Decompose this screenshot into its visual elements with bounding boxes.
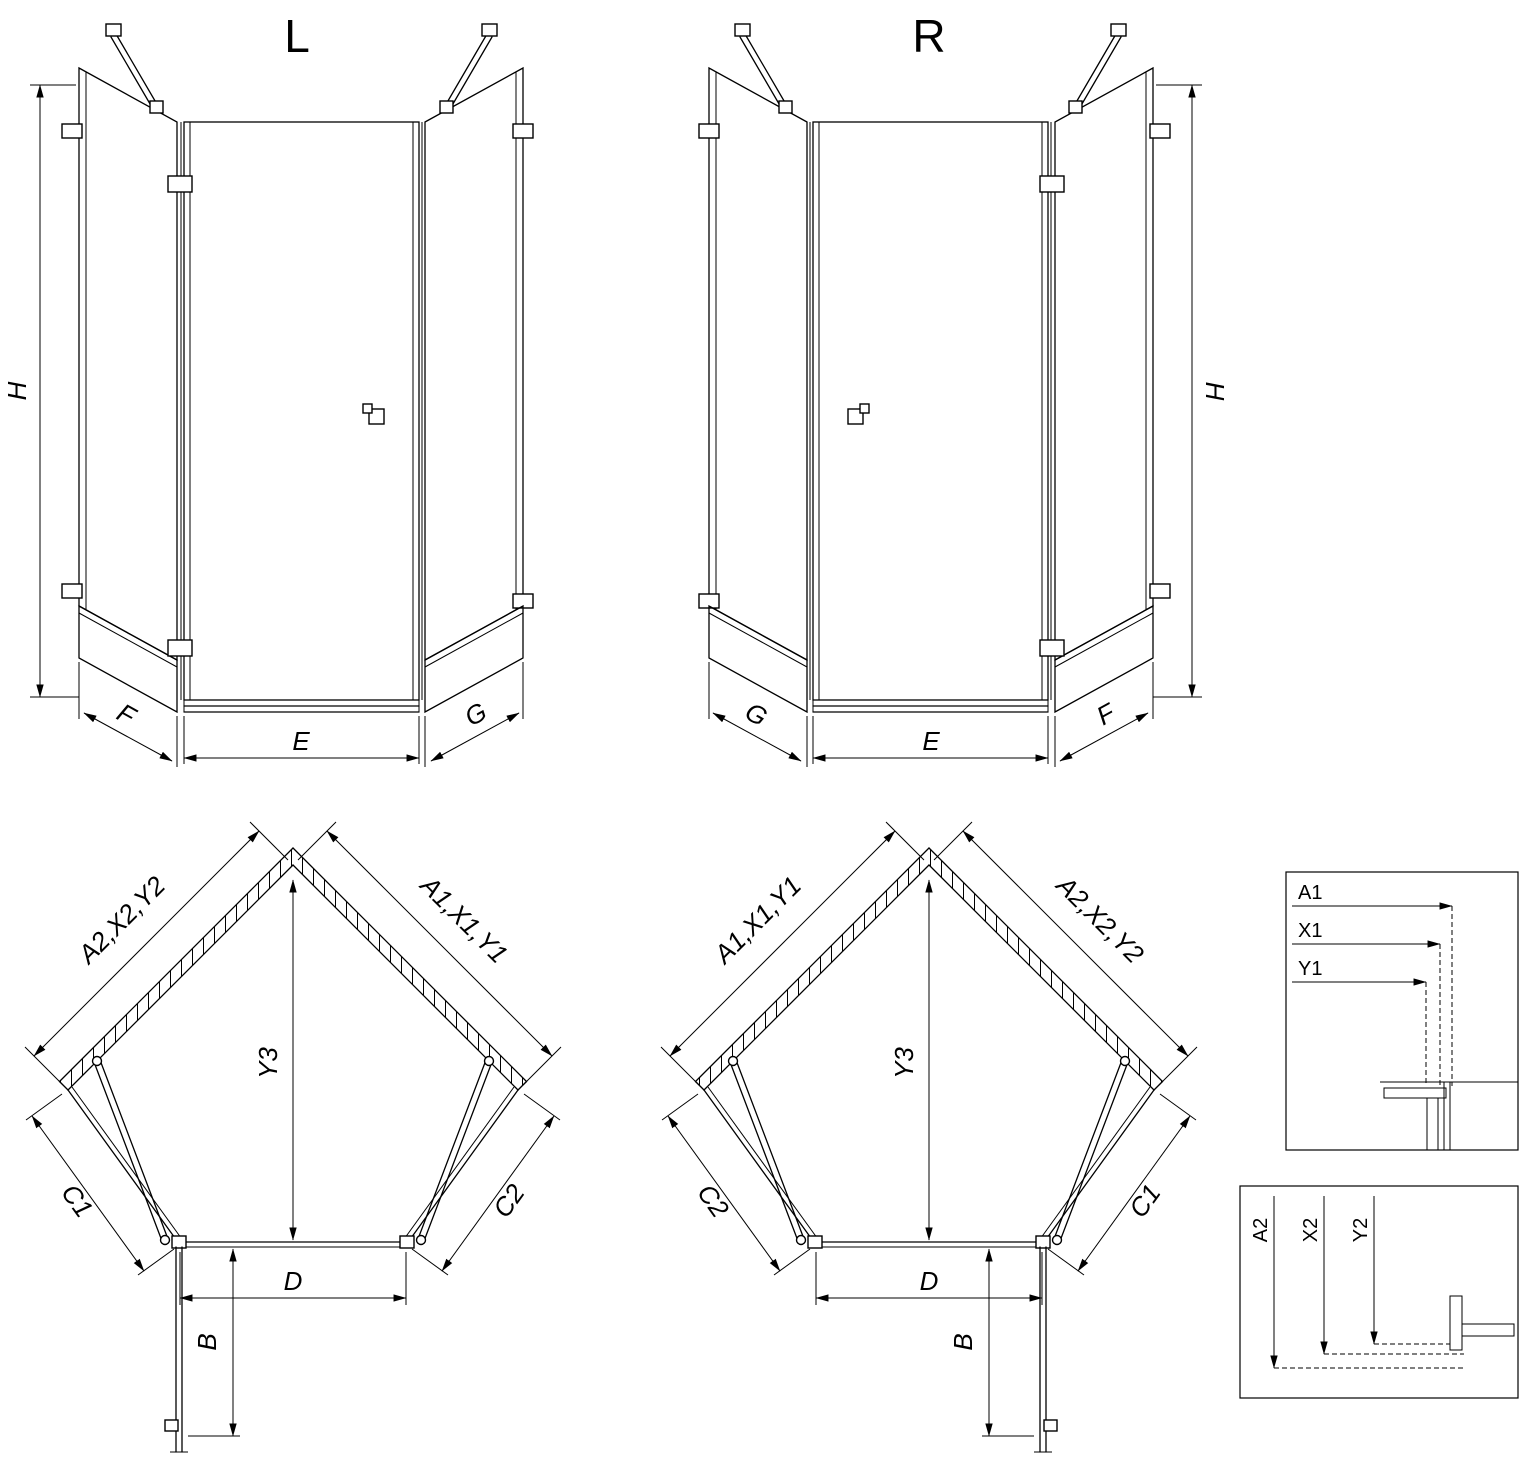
dim-label-d-left: D: [284, 1266, 303, 1296]
profile-section: [1461, 1323, 1515, 1337]
detail-label-y1: Y1: [1298, 958, 1322, 980]
detail-label-x1: X1: [1298, 920, 1322, 942]
dim-label-y3-left: Y3: [253, 1047, 283, 1079]
dim-label-g-left: G: [460, 696, 492, 732]
detail-label-y2: Y2: [1350, 1218, 1372, 1242]
detail-label-a2: A2: [1250, 1218, 1272, 1242]
dim-label-h-right: H: [1200, 382, 1230, 401]
detail-bottom-frame: [1239, 1185, 1519, 1399]
dim-label-d-right: D: [920, 1266, 939, 1296]
dim-label-a2x2y2-right: A2,X2,Y2: [1050, 869, 1151, 970]
dim-label-c1-left: C1: [55, 1178, 99, 1223]
dim-label-c1-right: C1: [1123, 1178, 1167, 1223]
dim-label-f-right: F: [1091, 696, 1121, 731]
dim-label-b-right: B: [948, 1333, 978, 1350]
dim-label-a2x2y2-left: A2,X2,Y2: [71, 870, 172, 971]
profile-section: [1383, 1087, 1447, 1099]
detail-box-top: A1 X1 Y1: [1285, 871, 1519, 1151]
dim-label-c2-right: C2: [691, 1178, 735, 1223]
front-view-right: R H G E F: [699, 10, 1230, 767]
plan-view-right: A1,X1,Y1 A2,X2,Y2 Y3 C2 C1 D B: [661, 822, 1197, 1452]
detail-label-a1: A1: [1298, 882, 1322, 904]
detail-label-x2: X2: [1300, 1218, 1322, 1242]
profile-section: [1426, 1097, 1439, 1151]
variant-title-left: L: [284, 10, 310, 62]
dim-label-h-left: H: [2, 381, 32, 400]
dim-label-e-right: E: [922, 726, 940, 756]
dim-label-y3-right: Y3: [889, 1047, 919, 1079]
dim-label-f-left: F: [112, 697, 142, 732]
dim-label-e-left: E: [292, 726, 310, 756]
detail-top-frame: [1285, 871, 1519, 1151]
front-view-left: L H F E G: [2, 10, 533, 767]
dim-label-b-left: B: [192, 1333, 222, 1350]
dim-label-a1x1y1-right: A1,X1,Y1: [707, 870, 807, 970]
dim-label-c2-left: C2: [487, 1178, 531, 1223]
dim-label-a1x1y1-left: A1,X1,Y1: [414, 869, 514, 969]
front-view-left-geometry: [30, 24, 533, 767]
variant-title-right: R: [912, 10, 945, 62]
detail-box-bottom: A2 X2 Y2: [1239, 1185, 1519, 1399]
plan-view-left: A2,X2,Y2 A1,X1,Y1 Y3 C1 C2 D B: [25, 822, 561, 1452]
profile-section: [1449, 1295, 1463, 1351]
front-view-right-geometry: [699, 24, 1202, 767]
dim-label-g-right: G: [740, 696, 772, 732]
